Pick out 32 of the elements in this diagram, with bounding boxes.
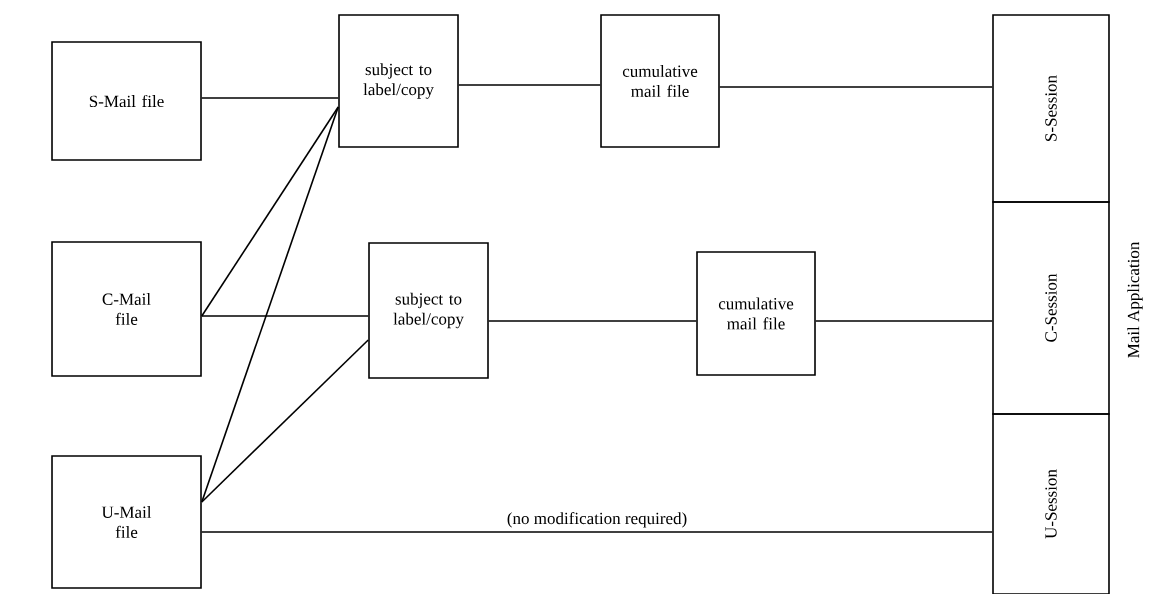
box-text: C-Session (1045, 273, 1057, 342)
process-box (51, 241, 202, 377)
box-text: C-Mail file (102, 293, 151, 325)
session-box (992, 14, 1110, 203)
process-box (338, 14, 459, 148)
process-box (51, 455, 202, 589)
process-box (600, 14, 720, 148)
box-text: U-Mail file (101, 506, 152, 538)
process-box (51, 41, 202, 161)
box-text: S-Mail file (89, 94, 164, 108)
connector-line (201, 339, 369, 503)
process-box (368, 242, 489, 379)
side-label: Mail Application (1127, 241, 1143, 358)
session-box (992, 201, 1110, 415)
box-text: cumulative mail file (622, 65, 698, 97)
connector-line (815, 320, 993, 322)
connector-line (201, 531, 993, 533)
box-text: subject to label/copy (393, 292, 464, 329)
connector-line (201, 106, 339, 503)
connector-line (719, 86, 993, 88)
box-text: S-Session (1045, 75, 1057, 141)
connector-line (201, 315, 369, 317)
connector-line (458, 84, 601, 86)
session-box (992, 413, 1110, 594)
process-box (696, 251, 816, 376)
box-text: subject to label/copy (363, 63, 434, 99)
connector-line (201, 106, 339, 317)
connector-line (201, 97, 339, 99)
box-text: U-Session (1045, 469, 1057, 539)
box-text: cumulative mail file (718, 297, 794, 330)
connector-line (488, 320, 697, 322)
edge-label: (no modification required) (504, 510, 690, 530)
